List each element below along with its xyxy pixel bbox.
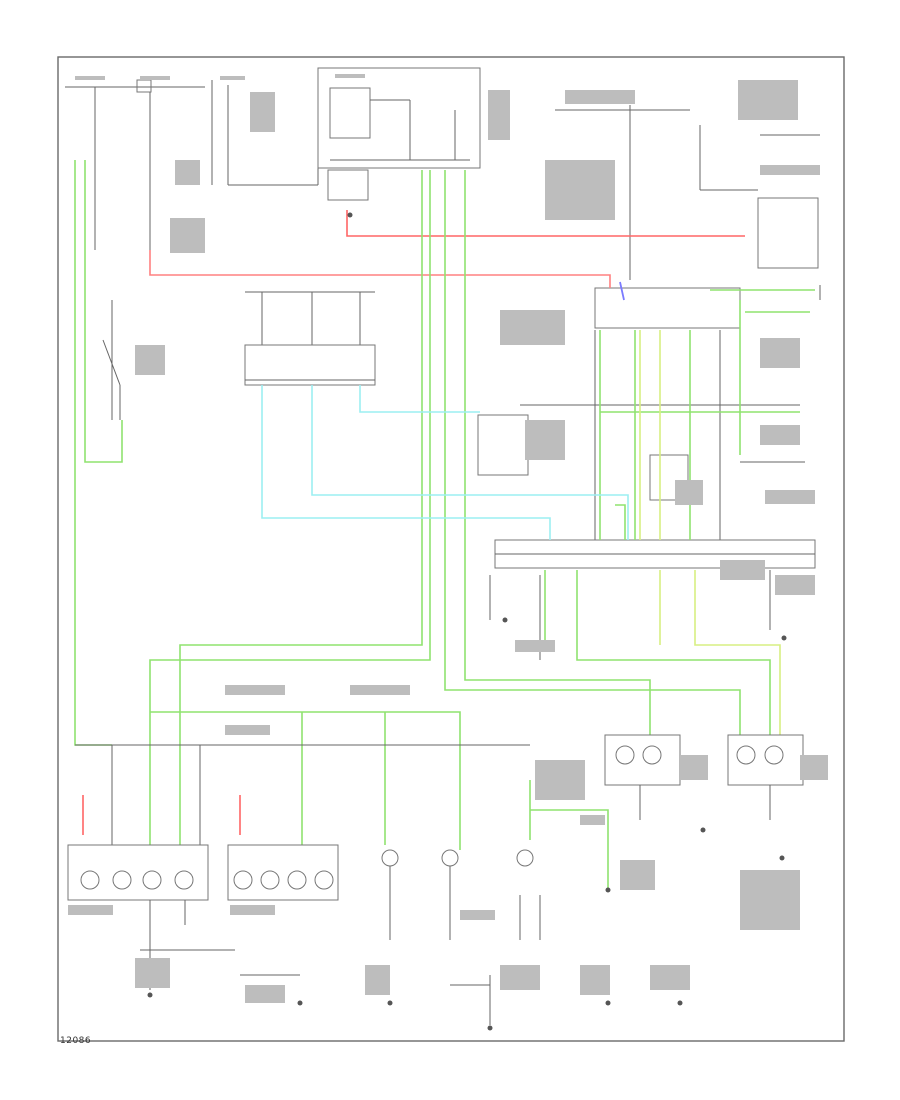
figure-id: 12086: [60, 1036, 92, 1046]
wire-green-mid-1: [150, 711, 461, 850]
hazard-switch: [102, 300, 121, 420]
ground-icon: [605, 887, 611, 893]
wires-red: [82, 210, 745, 835]
combination-switch: [244, 291, 376, 386]
wire-green-right-10: [530, 809, 609, 890]
fuse-block-area: [65, 67, 821, 540]
wire-cyan-2: [311, 385, 629, 540]
ground-icon: [605, 1000, 611, 1006]
ground-icon: [502, 617, 508, 623]
wire-green-right-12: [615, 504, 626, 540]
ground-icon: [781, 635, 787, 641]
ground-icon: [677, 1000, 683, 1006]
diagram-frame: [57, 56, 845, 1042]
ground-icon: [387, 1000, 393, 1006]
ground-icon: [779, 855, 785, 861]
right-rear-combination-lamp: [227, 844, 339, 901]
left-rear-combination-lamp: [67, 844, 209, 901]
license-lamps: [381, 849, 534, 940]
wire-green-left-1: [74, 160, 112, 746]
wires-yellowgreen: [639, 330, 781, 735]
wire-green-right-2: [576, 570, 771, 735]
ground-icon: [347, 212, 353, 218]
wire-cyan-3: [359, 385, 480, 413]
lower-harness: [75, 744, 530, 845]
wire-green-center-2: [149, 170, 431, 845]
wires-green: [74, 160, 815, 890]
wires-cyan: [261, 385, 629, 540]
wire-red-2: [149, 250, 611, 288]
ground-icon: [700, 827, 706, 833]
ground-icon: [487, 1025, 493, 1031]
ground-icon: [297, 1000, 303, 1006]
illegible-labels: [68, 74, 828, 1003]
ground-icon: [147, 992, 153, 998]
wire-blue: [619, 281, 625, 301]
wire-red-1: [346, 210, 745, 237]
wire-green-center-3: [444, 170, 741, 735]
wire-cyan-1: [261, 385, 551, 540]
ground-points: [147, 212, 787, 1031]
wire-green-center-4: [464, 170, 651, 735]
wire-green-left-2: [84, 160, 123, 463]
